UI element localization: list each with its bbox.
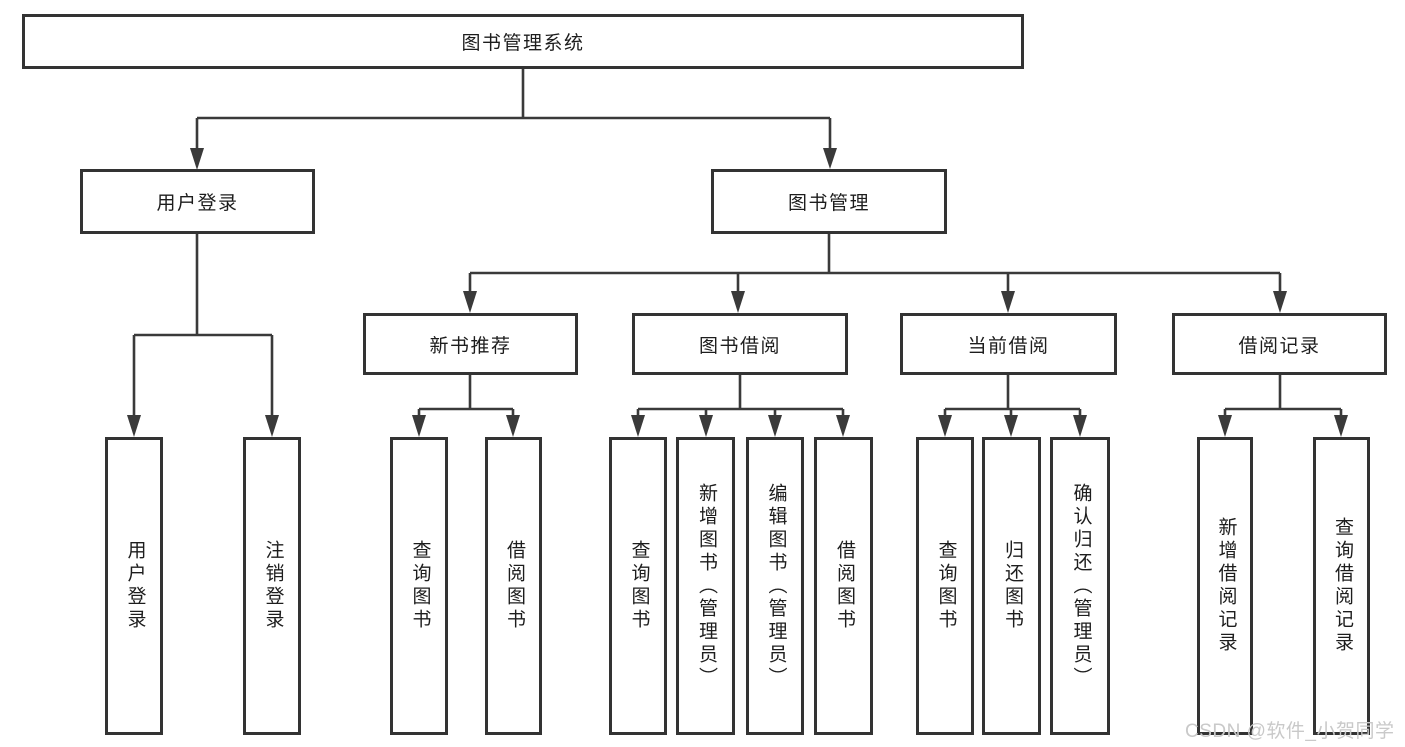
leaf-add-borrow-record: 新增借阅记录 (1197, 437, 1253, 735)
node-user-login-label: 用户登录 (156, 193, 239, 214)
leaf-edit-book-admin-label: 编辑图书（管理员） (765, 482, 787, 690)
leaf-logout: 注销登录 (243, 437, 301, 735)
leaf-user-login: 用户登录 (105, 437, 163, 735)
csdn-watermark: CSDN @软件_小贺同学 (1185, 721, 1395, 742)
leaf-confirm-return-admin-label: 确认归还（管理员） (1070, 482, 1092, 690)
leaf-query-books-recommend-label: 查询图书 (409, 540, 431, 632)
leaf-borrow-books-recommend-label: 借阅图书 (503, 540, 525, 632)
leaf-add-borrow-record-label: 新增借阅记录 (1215, 517, 1237, 655)
node-book-management-label: 图书管理 (787, 193, 870, 214)
leaf-user-login-label: 用户登录 (124, 540, 146, 632)
node-user-login: 用户登录 (80, 169, 315, 234)
node-book-borrowing: 图书借阅 (632, 313, 848, 375)
node-book-management: 图书管理 (711, 169, 947, 234)
leaf-logout-label: 注销登录 (262, 540, 284, 632)
node-new-book-recommendation: 新书推荐 (363, 313, 578, 375)
node-root: 图书管理系统 (22, 14, 1024, 69)
leaf-add-book-admin-label: 新增图书（管理员） (695, 482, 717, 690)
leaf-query-books-borrowing-label: 查询图书 (628, 540, 650, 632)
node-new-book-recommendation-label: 新书推荐 (429, 335, 512, 357)
leaf-query-borrow-record: 查询借阅记录 (1313, 437, 1370, 735)
leaf-confirm-return-admin: 确认归还（管理员） (1050, 437, 1110, 735)
node-borrowing-records: 借阅记录 (1172, 313, 1387, 375)
leaf-query-books-current: 查询图书 (916, 437, 974, 735)
node-borrowing-records-label: 借阅记录 (1238, 335, 1321, 357)
leaf-return-books-label: 归还图书 (1001, 540, 1023, 632)
node-current-borrowing-label: 当前借阅 (967, 335, 1050, 357)
leaf-borrow-books-recommend: 借阅图书 (485, 437, 542, 735)
leaf-edit-book-admin: 编辑图书（管理员） (746, 437, 804, 735)
leaf-add-book-admin: 新增图书（管理员） (676, 437, 735, 735)
node-book-borrowing-label: 图书借阅 (698, 335, 781, 357)
leaf-return-books: 归还图书 (982, 437, 1041, 735)
leaf-query-books-current-label: 查询图书 (935, 540, 957, 632)
node-root-label: 图书管理系统 (461, 33, 585, 54)
leaf-borrow-books-borrowing: 借阅图书 (814, 437, 873, 735)
node-current-borrowing: 当前借阅 (900, 313, 1117, 375)
leaf-query-borrow-record-label: 查询借阅记录 (1331, 517, 1353, 655)
leaf-query-books-borrowing: 查询图书 (609, 437, 667, 735)
leaf-borrow-books-borrowing-label: 借阅图书 (833, 540, 855, 632)
leaf-query-books-recommend: 查询图书 (390, 437, 448, 735)
